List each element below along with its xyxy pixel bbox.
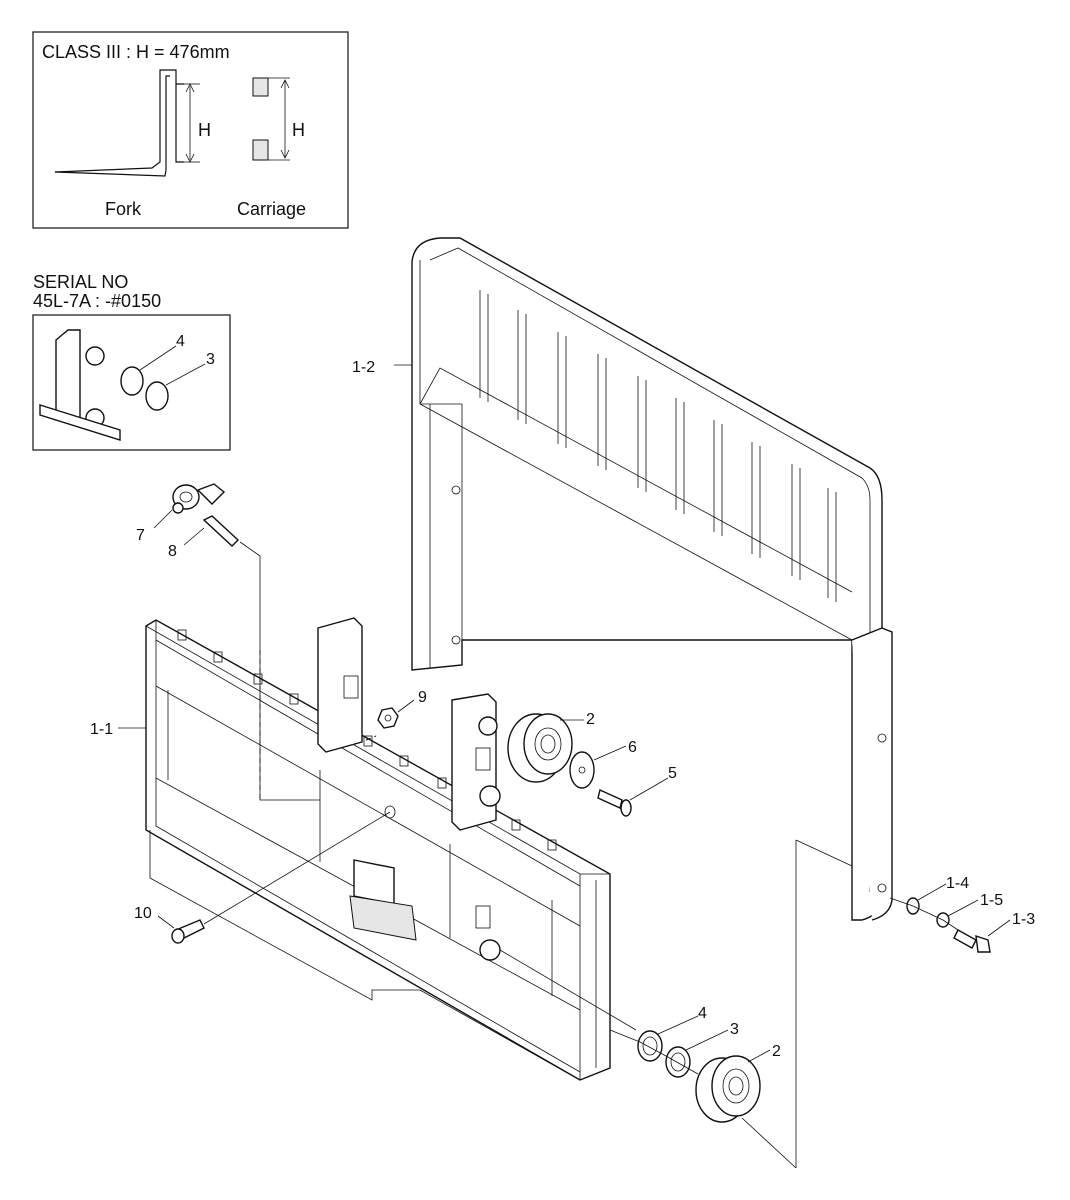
large-washer: 6 <box>569 739 637 789</box>
callout-shim-lower-4: 4 <box>698 1005 707 1022</box>
callout-carriage: 1-1 <box>90 721 113 738</box>
callout-bolt-right: 1-3 <box>1012 911 1035 928</box>
carriage-label: Carriage <box>237 199 306 219</box>
washer-1-5: 1-5 <box>936 892 1003 928</box>
carriage-dim-symbol: H <box>292 120 305 140</box>
grease-fitting: 7 <box>136 483 226 544</box>
lower-shim-3: 3 <box>665 1021 739 1078</box>
fitting-bolt: 8 <box>168 515 320 801</box>
callout-washer-right-1: 1-4 <box>946 875 969 892</box>
serial-heading-line1: SERIAL NO <box>33 272 128 292</box>
screw: 5 <box>597 765 677 817</box>
fork-carriage: 1-1 <box>90 617 611 1081</box>
lower-bolt: 10 <box>134 805 396 944</box>
callout-roller-upper: 2 <box>586 711 595 728</box>
fork-sketch: H <box>54 69 211 177</box>
inset-callout-3: 3 <box>206 351 215 368</box>
serial-box-frame <box>32 314 231 451</box>
callout-roller-lower: 2 <box>772 1043 781 1060</box>
inset-shim-4 <box>120 366 144 396</box>
inset-shim-3 <box>145 381 169 411</box>
lower-shim-4: 4 <box>637 1005 707 1062</box>
callout-grease-fitting: 7 <box>136 527 145 544</box>
upper-roller: 2 <box>507 711 595 783</box>
callout-nut: 9 <box>418 689 427 706</box>
serial-heading-line2: 45L-7A : -#0150 <box>33 291 161 311</box>
callout-shim-lower-3: 3 <box>730 1021 739 1038</box>
class-dimension-box: CLASS III : H = 476mm H Fork H Carriage <box>32 31 349 229</box>
callout-washer-right-2: 1-5 <box>980 892 1003 909</box>
class-box-title: CLASS III : H = 476mm <box>42 42 230 62</box>
callout-screw: 5 <box>668 765 677 782</box>
callout-bolt-lower: 10 <box>134 905 152 922</box>
class-box-frame <box>32 31 349 229</box>
callout-backrest: 1-2 <box>352 359 375 376</box>
callout-washer-large: 6 <box>628 739 637 756</box>
carriage-sketch: H <box>252 77 305 161</box>
serial-inset: SERIAL NO 45L-7A : -#0150 4 3 <box>32 272 231 451</box>
fork-dim-symbol: H <box>198 120 211 140</box>
fork-label: Fork <box>105 199 142 219</box>
lower-roller: 2 <box>695 1043 781 1123</box>
bolt-1-3: 1-3 <box>889 897 1035 953</box>
load-backrest: 1-2 <box>352 237 893 921</box>
assembly-guide-lines <box>365 735 853 1169</box>
callout-fitting-bolt: 8 <box>168 543 177 560</box>
washer-1-4: 1-4 <box>906 875 969 915</box>
nut: 9 <box>377 689 427 729</box>
inset-callout-4: 4 <box>176 333 185 350</box>
